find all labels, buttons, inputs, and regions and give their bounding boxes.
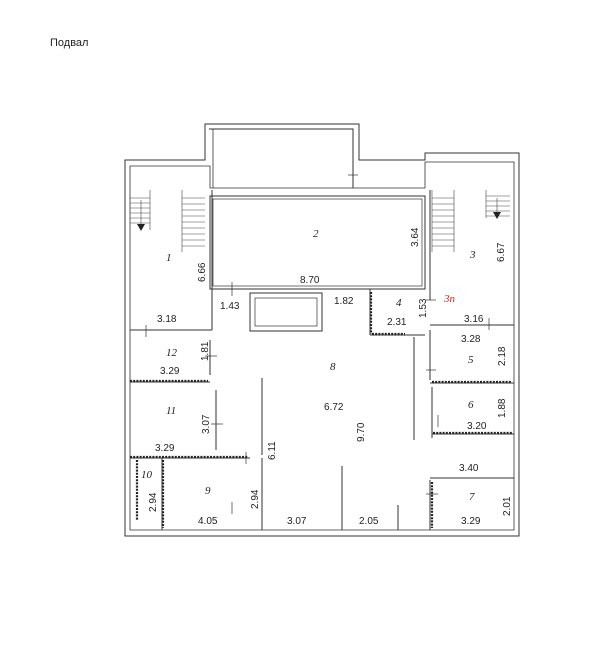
dim-3-28: 3.28 xyxy=(461,334,481,345)
dim-1-43: 1.43 xyxy=(220,301,240,312)
stair-arrow-right-icon xyxy=(493,212,501,219)
room-label-1: 1 xyxy=(166,252,172,264)
annex-wall xyxy=(209,128,354,188)
dim-3-64: 3.64 xyxy=(410,227,421,247)
dim-2-31: 2.31 xyxy=(387,317,407,328)
dim-3-07-b: 3.07 xyxy=(287,516,307,527)
page-title: Подвал xyxy=(50,37,89,49)
room-label-5: 5 xyxy=(468,354,474,366)
dim-2-94-a: 2.94 xyxy=(148,492,159,512)
light-well xyxy=(249,292,323,332)
dim-3-29-c: 3.29 xyxy=(461,516,481,527)
room-label-4: 4 xyxy=(396,297,402,309)
dim-2-01: 2.01 xyxy=(502,496,513,516)
dim-3-40: 3.40 xyxy=(459,463,479,474)
room-label-7: 7 xyxy=(469,491,475,503)
dim-1-82: 1.82 xyxy=(334,296,354,307)
dim-1-53: 1.53 xyxy=(418,298,429,318)
dim-3-29-a: 3.29 xyxy=(160,366,180,377)
dim-3-29-b: 3.29 xyxy=(155,443,175,454)
dim-1-81: 1.81 xyxy=(200,341,211,361)
dim-1-88: 1.88 xyxy=(497,398,508,418)
room-2-wall xyxy=(209,195,426,290)
room-label-10: 10 xyxy=(141,469,153,481)
room-label-9: 9 xyxy=(205,485,211,497)
room-label-2: 2 xyxy=(313,228,319,240)
room-2-inner xyxy=(212,198,423,287)
room-label-11: 11 xyxy=(166,405,176,417)
outer-wall xyxy=(124,123,520,537)
dim-2-18: 2.18 xyxy=(497,346,508,366)
dim-6-11: 6.11 xyxy=(267,441,278,460)
dim-6-66: 6.66 xyxy=(197,262,208,282)
dim-8-70: 8.70 xyxy=(300,275,320,286)
inner-wall xyxy=(129,161,515,531)
stairs-left xyxy=(130,190,205,252)
dim-2-05: 2.05 xyxy=(359,516,379,527)
dim-3-18: 3.18 xyxy=(157,314,177,325)
room-label-3: 3 xyxy=(469,249,476,261)
room-label-12: 12 xyxy=(166,347,178,359)
dim-6-72: 6.72 xyxy=(324,402,344,413)
dim-9-70: 9.70 xyxy=(356,422,367,442)
dim-3-07-a: 3.07 xyxy=(201,414,212,434)
dim-4-05: 4.05 xyxy=(198,516,218,527)
dim-6-67: 6.67 xyxy=(496,242,507,262)
dim-2-94-b: 2.94 xyxy=(250,489,261,509)
dim-3-16: 3.16 xyxy=(464,314,484,325)
room-label-6: 6 xyxy=(468,399,474,411)
dim-3-20: 3.20 xyxy=(467,421,487,432)
light-well-inner xyxy=(254,297,318,327)
stair-arrow-left-icon xyxy=(137,224,145,231)
stairs-right xyxy=(431,190,510,252)
room-label-8: 8 xyxy=(330,361,336,373)
room-label-3p: 3п xyxy=(443,293,456,305)
